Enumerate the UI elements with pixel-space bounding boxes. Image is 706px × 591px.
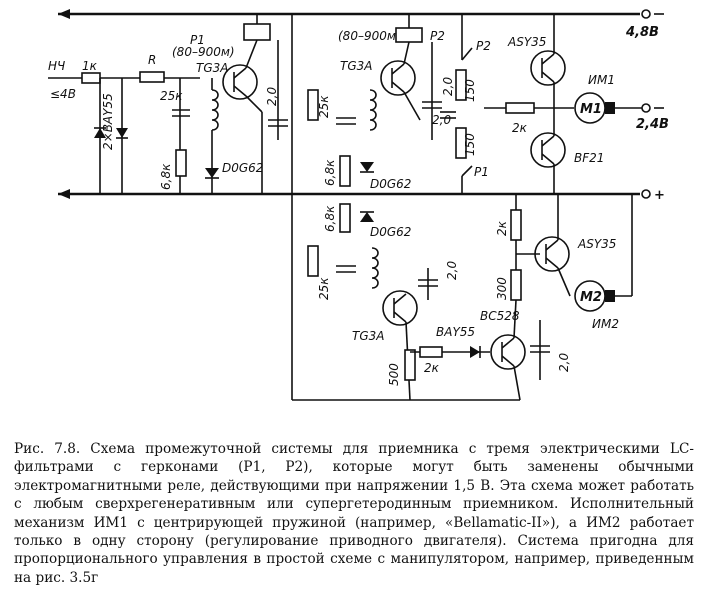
label-tg3a-2: TG3A	[340, 59, 372, 73]
label-input-1k: 1к	[82, 59, 98, 73]
transistor-tg3a-3	[382, 290, 418, 326]
label-c20-3: 2,0	[445, 261, 459, 280]
label-2k-3: 2к	[424, 361, 440, 375]
label-2xbay55: 2×BAY55	[101, 93, 115, 150]
resistor-2k-2	[510, 209, 522, 241]
transistor-bf21	[530, 132, 566, 168]
label-asy35-2: ASY35	[577, 237, 616, 251]
stage-3: 6,8к D0G62 25к TG3A 2,0 500 2к BAY55	[307, 203, 490, 401]
diode-in-2	[116, 128, 128, 138]
label-c20-5: 2,0	[557, 353, 571, 372]
resistor-150-2	[455, 127, 467, 159]
label-im2: ИМ2	[592, 317, 619, 331]
diode-bay55	[470, 346, 480, 358]
label-6-8k-2: 6,8к	[323, 159, 337, 186]
diode-dog62-2	[360, 162, 374, 172]
label-2-4v: 2,4В	[636, 117, 669, 132]
relay-p2-coil	[395, 27, 423, 43]
stage-1: R 25к 6,8к D0G62 P1 (80–900м) TG3A 2,0	[139, 14, 288, 194]
transistor-asy35-1	[530, 50, 566, 86]
transistor-tg3a-1	[222, 64, 258, 100]
stage-2: (80–900м) P2 TG3A 2,0 25к 6,8к D0G62	[291, 14, 520, 401]
resistor-25k-3	[307, 245, 319, 277]
label-6-8k-3: 6,8к	[323, 205, 337, 232]
resistor-6-8k-2	[339, 155, 351, 187]
label-25k-3: 25к	[317, 277, 331, 300]
label-25k-1: 25к	[160, 89, 183, 103]
output-section: P2 P1 150 150 2,0 ASY35 2к BF21 ИМ1 М1	[432, 14, 669, 401]
label-2k-1: 2к	[512, 121, 528, 135]
label-c20-1: 2,0	[265, 87, 279, 106]
input-section: НЧ 1к ≤4В 2×BAY55	[48, 59, 140, 194]
resistor-300	[510, 269, 522, 301]
label-bf21: BF21	[574, 151, 604, 165]
label-nch: НЧ	[48, 59, 65, 73]
label-p1-range: (80–900м)	[172, 45, 235, 59]
label-tg3a-3: TG3A	[352, 329, 384, 343]
bottom-rail: +	[58, 188, 665, 203]
transistor-asy35-2	[534, 236, 570, 272]
label-p1: P1	[190, 33, 205, 47]
coil-2	[369, 89, 377, 131]
label-c20-2: 2,0	[441, 77, 455, 96]
label-r: R	[148, 53, 156, 67]
label-dog62-1: D0G62	[222, 161, 263, 175]
label-plus-bottom: +	[654, 188, 665, 203]
circuit-schematic: 4,8В + НЧ 1к ≤4В 2×BAY55 R 25к 6,8к	[48, 9, 669, 401]
label-dog62-2: D0G62	[370, 177, 411, 191]
label-150-2: 150	[463, 133, 477, 156]
resistor-2k-1	[505, 102, 535, 114]
label-im1: ИМ1	[588, 73, 615, 87]
top-rail: 4,8В	[58, 9, 664, 40]
resistor-r	[139, 71, 165, 83]
label-500: 500	[387, 363, 401, 386]
label-tg3a-1: TG3A	[196, 61, 228, 75]
label-4-8v: 4,8В	[625, 25, 659, 40]
label-asy35-1: ASY35	[507, 35, 546, 49]
label-p2-range: (80–900м)	[338, 29, 401, 43]
label-bc528: BC528	[480, 309, 520, 323]
resistor-1k-input	[81, 72, 101, 84]
label-2k-2: 2к	[495, 220, 509, 236]
label-150-1: 150	[463, 79, 477, 102]
label-m2: М2	[580, 290, 602, 305]
transistor-bc528	[490, 334, 526, 370]
label-300: 300	[495, 277, 509, 300]
label-contact-p2: P2	[476, 39, 491, 53]
resistor-25k-2	[307, 89, 319, 121]
resistor-6-8k-1	[175, 149, 187, 177]
label-dog62-3: D0G62	[370, 225, 411, 239]
label-c20-4: 2,0	[432, 113, 451, 127]
label-6-8k-1: 6,8к	[159, 163, 173, 190]
diode-dog62-1	[205, 168, 219, 178]
relay-p1-coil	[243, 23, 271, 41]
label-p2: P2	[430, 29, 445, 43]
label-25k-2: 25к	[317, 95, 331, 118]
resistor-2k-3	[419, 346, 443, 358]
coil-3	[371, 247, 379, 289]
label-contact-p1: P1	[474, 165, 489, 179]
transistor-tg3a-2	[380, 60, 416, 96]
resistor-500	[404, 349, 416, 381]
resistor-6-8k-3	[339, 203, 351, 233]
resistor-150-1	[455, 69, 467, 101]
coil-1	[211, 89, 219, 131]
label-input-4v: ≤4В	[50, 87, 76, 101]
diode-in-1	[94, 128, 106, 138]
label-bay55: BAY55	[436, 325, 475, 339]
label-m1: М1	[580, 102, 602, 117]
diode-dog62-3	[360, 212, 374, 222]
figure-caption: Рис. 7.8. Схема промежуточной системы дл…	[14, 441, 694, 586]
